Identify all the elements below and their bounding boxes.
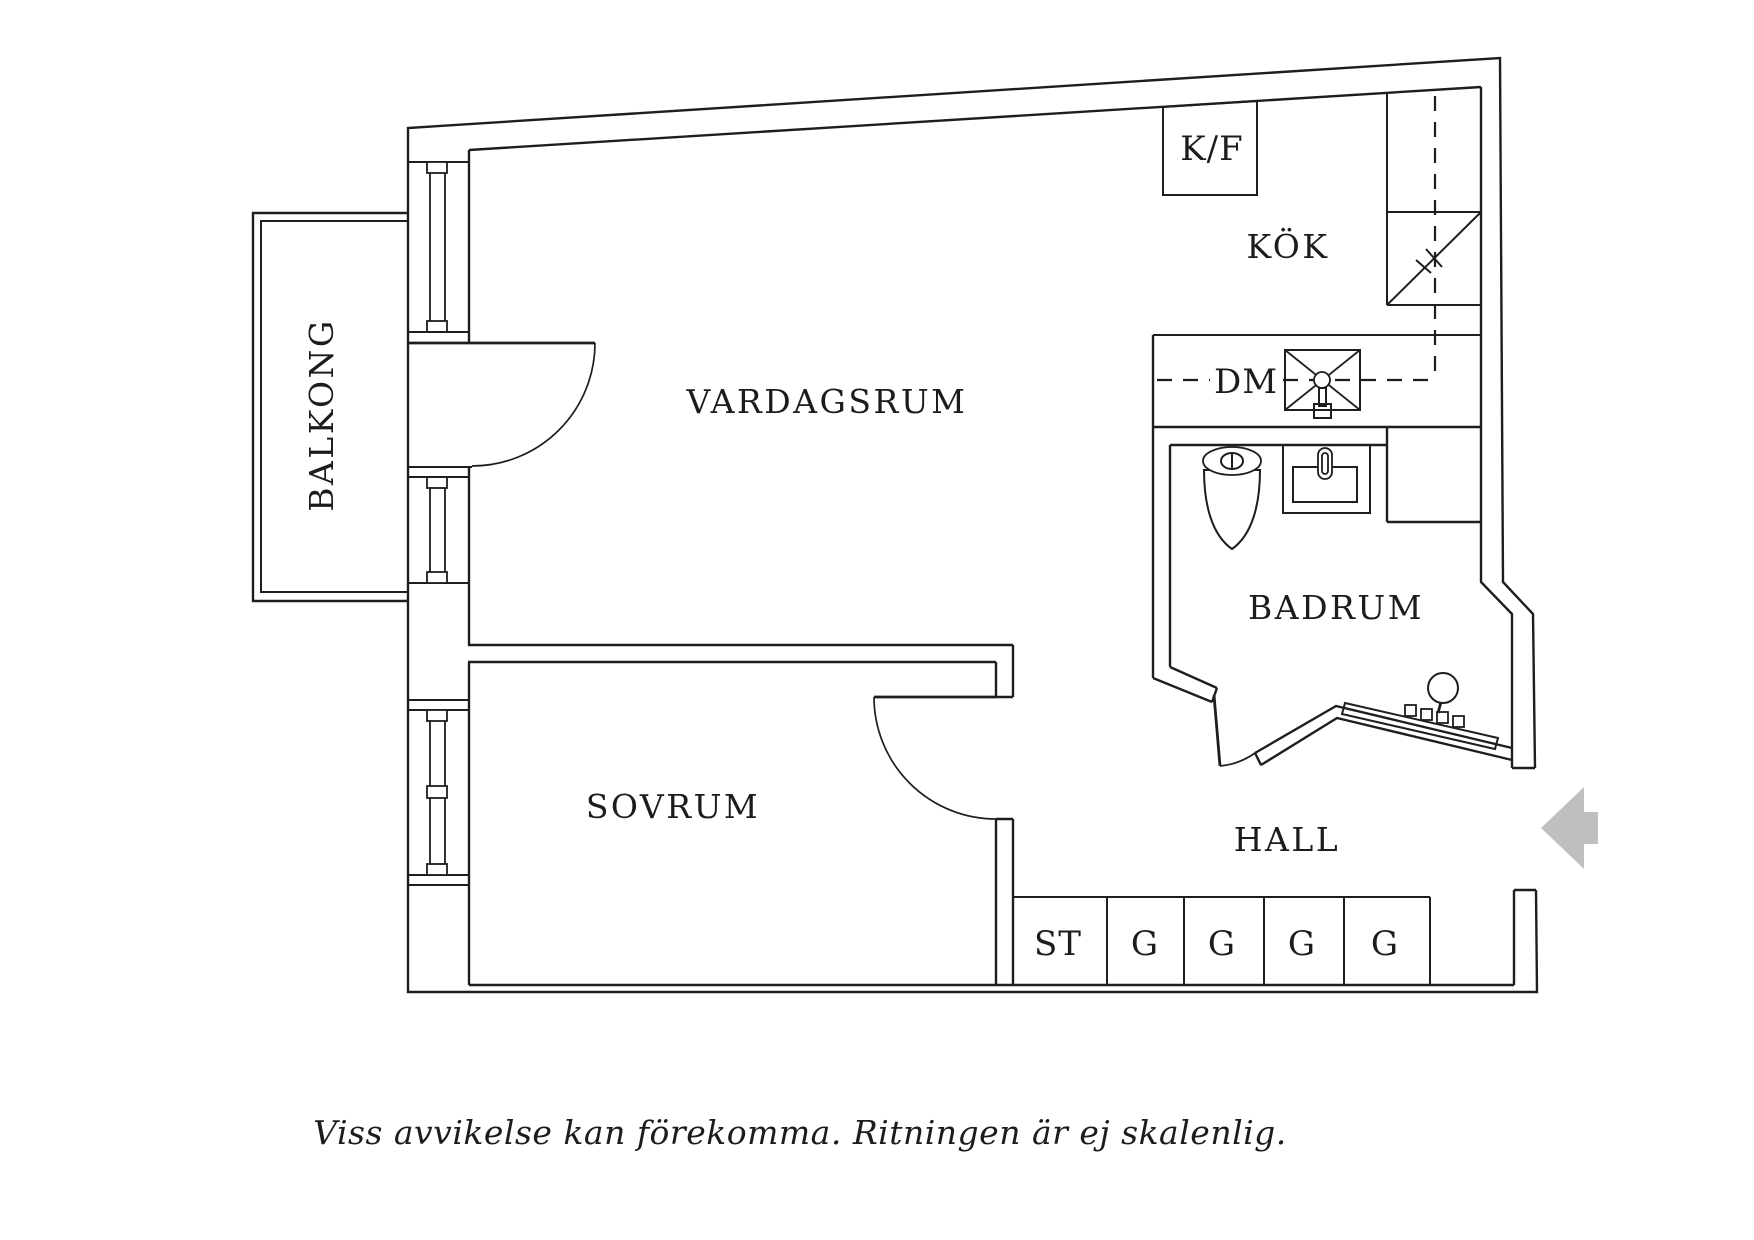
balcony: BALKONG [251, 211, 408, 603]
fridge-freezer-label: K/F [1180, 129, 1243, 169]
hall-closets: ST G G G G [1013, 896, 1431, 985]
toilet-icon [1202, 446, 1262, 551]
hall-label: HALL [1234, 820, 1340, 859]
balcony-door-swing-arc [471, 342, 596, 467]
living-room-window-upper [408, 161, 469, 333]
kitchen-area: K/F DM KÖK [1153, 93, 1482, 419]
closet-label-g1: G [1131, 924, 1159, 964]
bedroom-label: SOVRUM [586, 787, 760, 826]
bedroom-door-swing-arc [873, 696, 997, 820]
closet-label-st: ST [1034, 924, 1082, 964]
closet-label-g4: G [1371, 924, 1399, 964]
balcony-label: BALKONG [302, 318, 341, 512]
bedroom-door [873, 695, 997, 820]
balcony-door [408, 331, 596, 478]
windows [408, 161, 469, 886]
kitchen-label: KÖK [1247, 226, 1330, 266]
closet-label-g2: G [1208, 924, 1236, 964]
bathroom-label: BADRUM [1248, 588, 1424, 627]
closet-label-g3: G [1288, 924, 1316, 964]
living-room-window-lower [408, 476, 469, 584]
fridge-freezer-box [1162, 99, 1258, 196]
bedroom-window [408, 699, 469, 886]
dishwasher-label: DM [1214, 362, 1278, 402]
entrance-arrow-icon [1541, 787, 1598, 869]
living-room-label: VARDAGSRUM [686, 382, 968, 421]
kitchen-sink-icon [1284, 349, 1361, 419]
bathroom-fixtures [1202, 444, 1500, 751]
disclaimer-caption: Viss avvikelse kan förekomma. Ritningen … [313, 1113, 1287, 1152]
exterior-walls [406, 56, 1539, 994]
interior-walls [468, 335, 1513, 985]
bathroom-door [1212, 694, 1256, 767]
bathroom-door-swing-arc [1219, 752, 1256, 767]
bathroom-sink-icon [1282, 444, 1371, 514]
radiator-icon [1340, 672, 1500, 751]
